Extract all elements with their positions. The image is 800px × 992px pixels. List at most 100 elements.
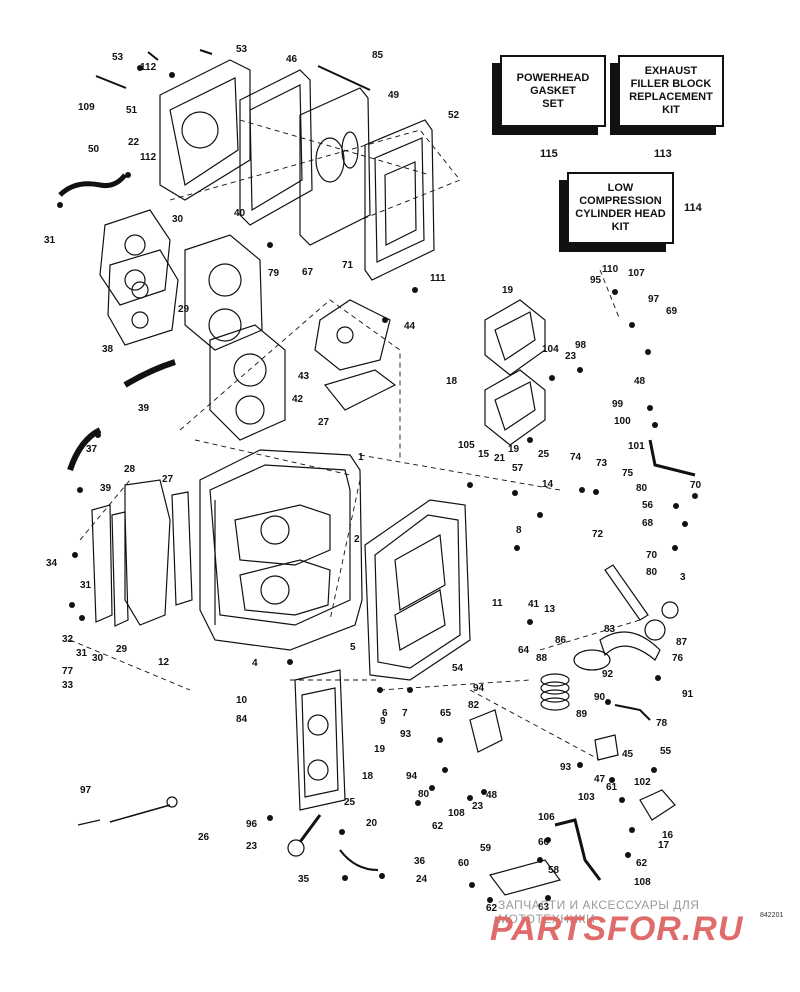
callout-36: 36 (414, 856, 426, 867)
reed-plate-30-29 (91, 504, 129, 627)
callout-112: 112 (140, 62, 157, 73)
callout-78: 78 (656, 718, 668, 729)
callout-77: 77 (62, 666, 74, 677)
callout-98: 98 (575, 340, 587, 351)
crankcase-half (364, 499, 471, 681)
callout-28: 28 (124, 464, 136, 475)
callout-13: 13 (544, 604, 556, 615)
callout-64: 64 (518, 645, 530, 656)
callout-71: 71 (342, 260, 354, 271)
callout-89: 89 (576, 709, 588, 720)
callout-82: 82 (468, 700, 480, 711)
gasket-29 (107, 249, 179, 346)
bolt-53b (199, 49, 213, 55)
callout-15: 15 (478, 449, 490, 460)
callout-53: 53 (112, 52, 124, 63)
throttle-link-72 (604, 564, 649, 621)
callout-5: 5 (350, 642, 356, 653)
callout-11: 11 (492, 598, 503, 609)
callout-18: 18 (446, 376, 458, 387)
exhaust-cover-51 (159, 59, 251, 201)
callout-41: 41 (528, 599, 540, 610)
callout-39: 39 (138, 403, 150, 414)
callout-23: 23 (472, 801, 484, 812)
callout-111: 111 (430, 273, 446, 284)
callout-35: 35 (298, 874, 310, 885)
callout-26: 26 (198, 832, 210, 843)
callout-68: 68 (642, 518, 654, 529)
fasteners (57, 65, 698, 903)
wire-24 (339, 849, 379, 871)
thermostat-housing-71 (314, 299, 391, 371)
kit-number-114: 114 (684, 202, 702, 214)
crankcase-block (199, 449, 363, 651)
callout-97: 97 (648, 294, 660, 305)
intake-manifold-28 (124, 479, 171, 626)
pipe-101 (648, 439, 696, 477)
callout-12: 12 (158, 657, 170, 668)
callout-59: 59 (480, 843, 492, 854)
callout-49: 49 (388, 90, 400, 101)
callout-80: 80 (418, 789, 430, 800)
callout-22: 22 (128, 137, 140, 148)
callout-46: 46 (286, 54, 298, 65)
callout-25: 25 (344, 797, 356, 808)
callout-106: 106 (538, 812, 555, 823)
carburetor-adapter-lower (294, 669, 346, 811)
callout-63: 63 (538, 902, 550, 913)
callout-23: 23 (565, 351, 577, 362)
lever-81 (594, 734, 619, 761)
callout-62: 62 (636, 858, 648, 869)
callout-56: 56 (642, 500, 654, 511)
callout-108: 108 (634, 877, 651, 888)
callout-110: 110 (602, 264, 619, 275)
callout-100: 100 (614, 416, 631, 427)
callout-76: 76 (672, 653, 684, 664)
gasket-27b (171, 491, 193, 606)
reed-valve-lower (484, 369, 546, 446)
callout-58: 58 (548, 865, 560, 876)
exhaust-plate-49 (299, 87, 371, 246)
callout-9: 9 (380, 716, 386, 727)
callout-85: 85 (372, 50, 384, 61)
watermark-tagline: ЗАПЧАСТИ И АКСЕССУАРЫ ДЛЯ МОТОТЕХНИКИ (498, 898, 700, 926)
long-bolt-85 (317, 65, 371, 91)
callout-4: 4 (252, 658, 258, 669)
callout-88: 88 (536, 653, 548, 664)
callout-70: 70 (690, 480, 702, 491)
callout-65: 65 (440, 708, 452, 719)
callout-62: 62 (432, 821, 444, 832)
callout-31: 31 (76, 648, 88, 659)
callout-67: 67 (302, 267, 314, 278)
callout-23: 23 (246, 841, 258, 852)
watermark-brand: PARTSFOR.RU (490, 910, 744, 948)
callout-31: 31 (80, 580, 92, 591)
callout-55: 55 (660, 746, 672, 757)
bracket-63 (488, 859, 562, 896)
callout-105: 105 (458, 440, 475, 451)
callout-30: 30 (172, 214, 184, 225)
callout-19: 19 (508, 444, 520, 455)
bolt-109 (95, 75, 127, 89)
callout-29: 29 (178, 304, 190, 315)
callout-112: 112 (140, 152, 157, 163)
callout-50: 50 (88, 144, 100, 155)
callout-27: 27 (162, 474, 174, 485)
link-rod-78 (614, 704, 651, 721)
spring-88 (540, 673, 570, 711)
cam-ring-86 (573, 649, 611, 671)
callout-103: 103 (578, 792, 595, 803)
callout-43: 43 (298, 371, 310, 382)
callout-32: 32 (62, 634, 74, 645)
throttle-cam-82 (469, 709, 503, 753)
rod-36-35 (77, 796, 178, 826)
bolt-53a (147, 51, 159, 61)
callout-14: 14 (542, 479, 554, 490)
callout-102: 102 (634, 777, 651, 788)
callout-51: 51 (126, 105, 138, 116)
callout-25: 25 (538, 449, 550, 460)
callout-97: 97 (80, 785, 92, 796)
callout-66: 66 (538, 837, 550, 848)
